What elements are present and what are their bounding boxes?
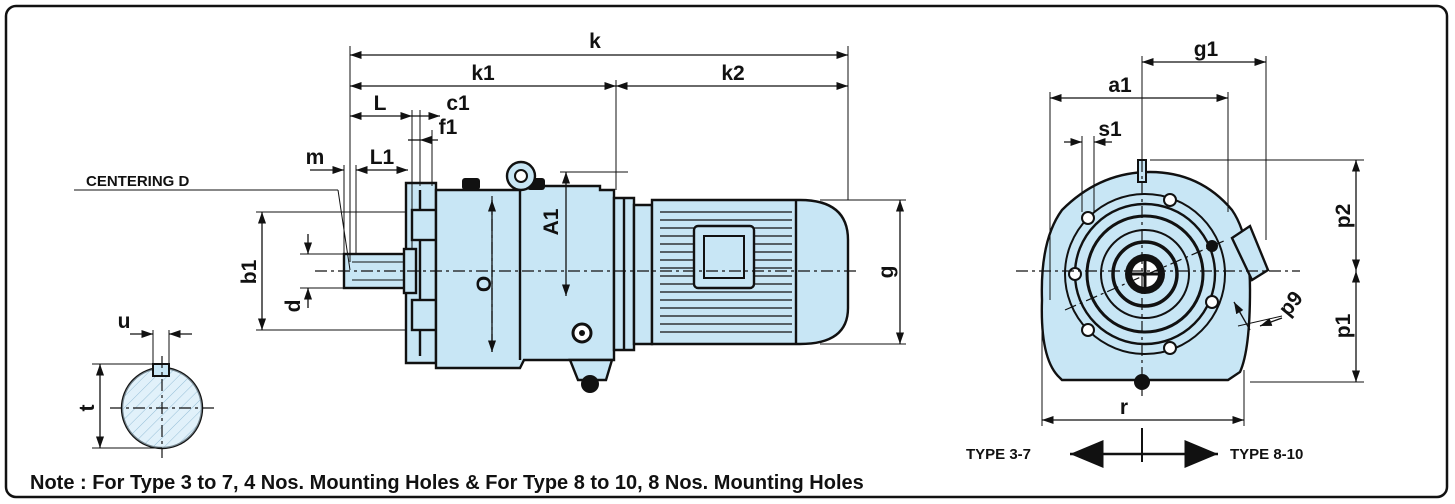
label-u: u [118, 310, 131, 333]
label-a1: a1 [1108, 74, 1132, 97]
label-type-right: TYPE 8-10 [1230, 446, 1303, 463]
label-t: t [76, 405, 99, 412]
label-d: d [282, 300, 305, 313]
label-b1: b1 [238, 259, 261, 284]
end-view [1016, 56, 1364, 468]
label-g1: g1 [1194, 38, 1219, 61]
label-p1: p1 [1332, 313, 1355, 338]
label-L: L [374, 92, 387, 115]
mounting-note: Note : For Type 3 to 7, 4 Nos. Mounting … [30, 472, 864, 494]
label-type-left: TYPE 3-7 [966, 446, 1031, 463]
label-O: O [473, 276, 496, 292]
label-k1: k1 [471, 62, 495, 85]
label-p9: p9 [1274, 287, 1307, 321]
shaft-section [92, 329, 214, 458]
label-c1: c1 [446, 92, 470, 115]
label-k: k [589, 30, 601, 53]
label-f1: f1 [439, 116, 458, 139]
label-s1: s1 [1098, 118, 1122, 141]
side-view [74, 46, 906, 393]
outer-frame [4, 4, 1449, 499]
label-L1: L1 [370, 146, 395, 169]
label-g: g [875, 266, 898, 279]
label-m: m [306, 146, 325, 169]
label-A1: A1 [540, 208, 563, 235]
label-r: r [1120, 396, 1128, 419]
label-centering: CENTERING D [86, 173, 190, 190]
label-p2: p2 [1332, 204, 1355, 229]
label-k2: k2 [721, 62, 744, 85]
